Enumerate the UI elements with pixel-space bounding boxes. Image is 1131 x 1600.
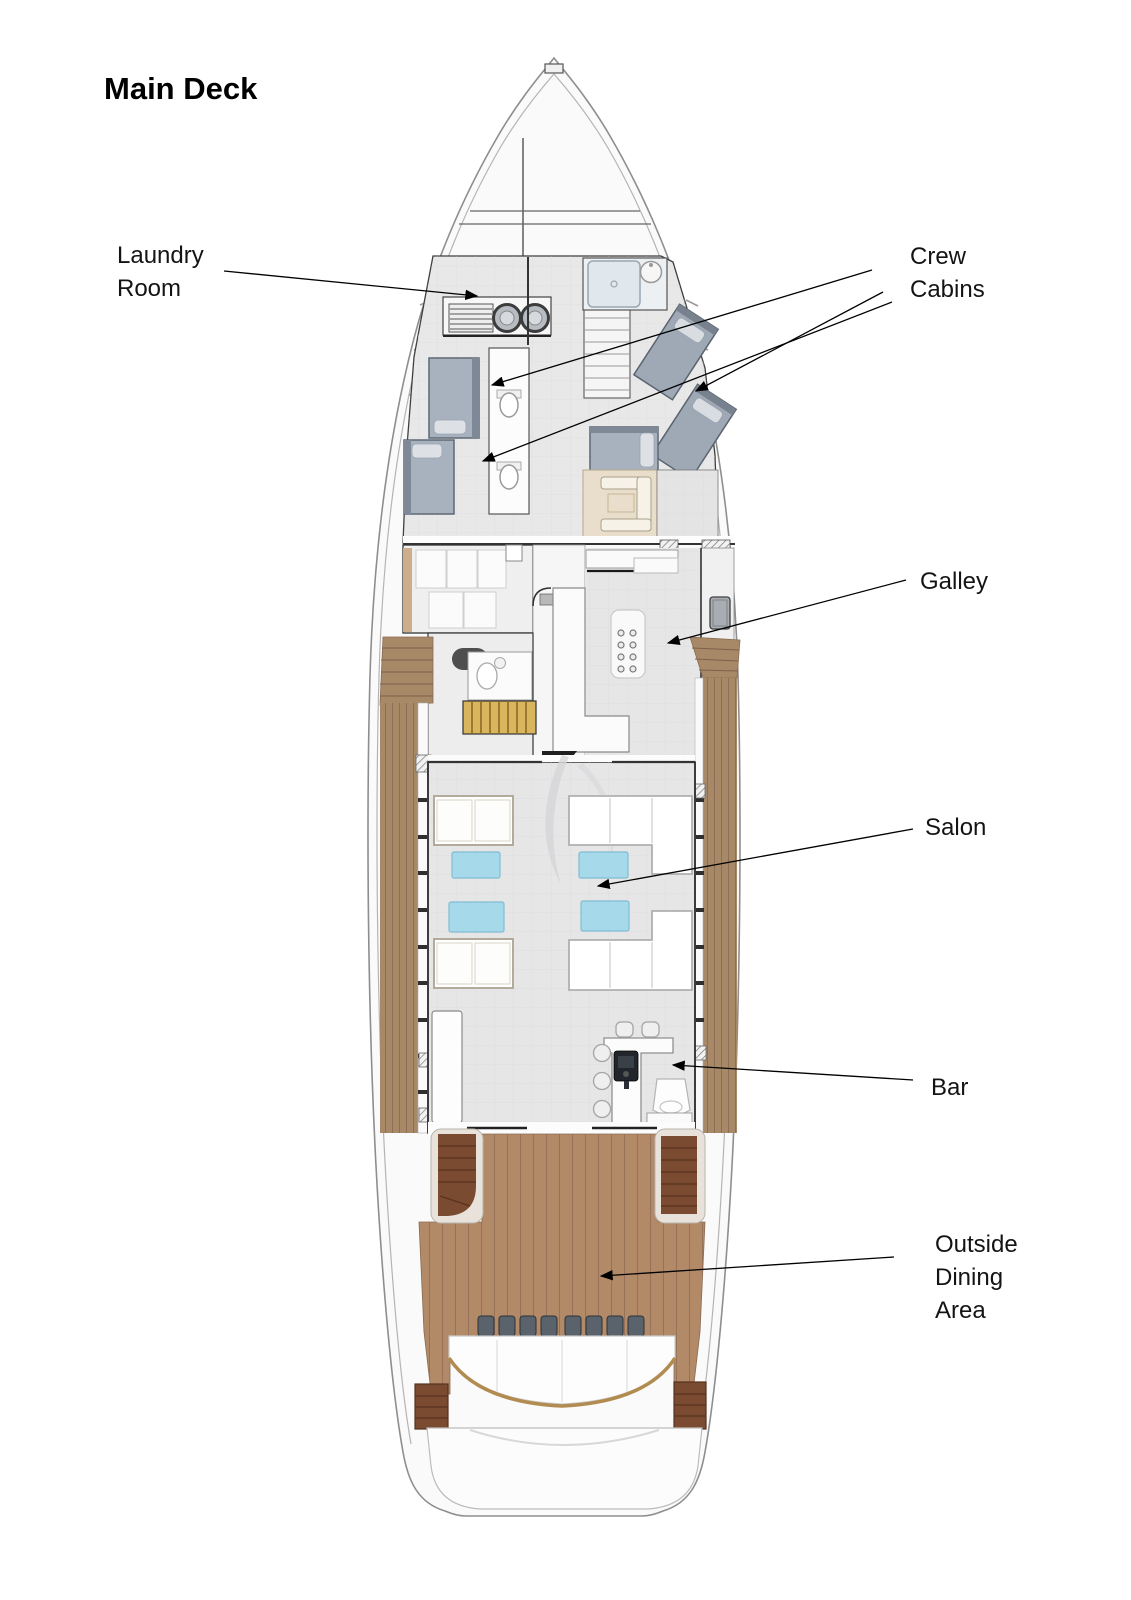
dining-chair [477, 1315, 645, 1337]
starboard-side-deck [689, 636, 741, 1134]
crew-lounge [582, 469, 719, 544]
galley-island [610, 609, 646, 679]
bar-stool [592, 1021, 660, 1119]
stairs-down [462, 700, 537, 735]
bar-area [428, 1010, 695, 1134]
salon-sofa [568, 910, 693, 991]
sideboard [431, 1010, 463, 1124]
crew-bathroom [488, 347, 530, 515]
laundry-grate [448, 303, 494, 333]
label-salon: Salon [925, 814, 987, 841]
crew-bed [589, 426, 659, 472]
salon-sofa [433, 795, 514, 846]
stern [414, 1381, 707, 1510]
aft-stairs-starboard [661, 1136, 697, 1214]
pantry-stairs-room [427, 632, 537, 763]
midship [402, 544, 735, 763]
crew-shower-room [582, 257, 668, 311]
deck-hatch [659, 539, 679, 550]
label-galley: Galley [920, 568, 989, 595]
galley-area [542, 547, 735, 762]
wardrobe-room [402, 544, 534, 634]
swim-platform [426, 1427, 703, 1510]
fridge-icon [709, 596, 731, 630]
aft-stairs-port [438, 1134, 476, 1216]
port-side-deck [379, 636, 434, 1134]
page-title: Main Deck [104, 71, 258, 106]
salon-area [427, 755, 696, 1134]
toilet-icon [499, 464, 519, 490]
salon-sofa [433, 938, 514, 989]
label-laundry-room: Laundry Room [117, 242, 204, 302]
sink-icon [476, 662, 498, 690]
toilet-icon [499, 392, 519, 418]
coffee-machine-icon [613, 1050, 639, 1089]
label-crew-cabins: Crew Cabins [910, 243, 985, 303]
stern-bench [447, 1335, 677, 1408]
side-decks [379, 636, 741, 1134]
label-outside-dining-area: Outside Dining Area [935, 1231, 1018, 1324]
bow-stem-fitting [544, 63, 564, 74]
shower-pan [587, 260, 641, 308]
hull-inner-line [376, 73, 555, 1445]
crew-bed [403, 439, 455, 515]
laundry-room-area [442, 296, 552, 337]
aft-deck [418, 1128, 706, 1408]
label-bar: Bar [931, 1074, 969, 1101]
builder-watermark [545, 755, 615, 884]
cooktop-burners [617, 629, 637, 673]
crew-bed [428, 357, 480, 439]
lounge-sofa [600, 476, 652, 532]
fore-stairwell [583, 305, 631, 399]
